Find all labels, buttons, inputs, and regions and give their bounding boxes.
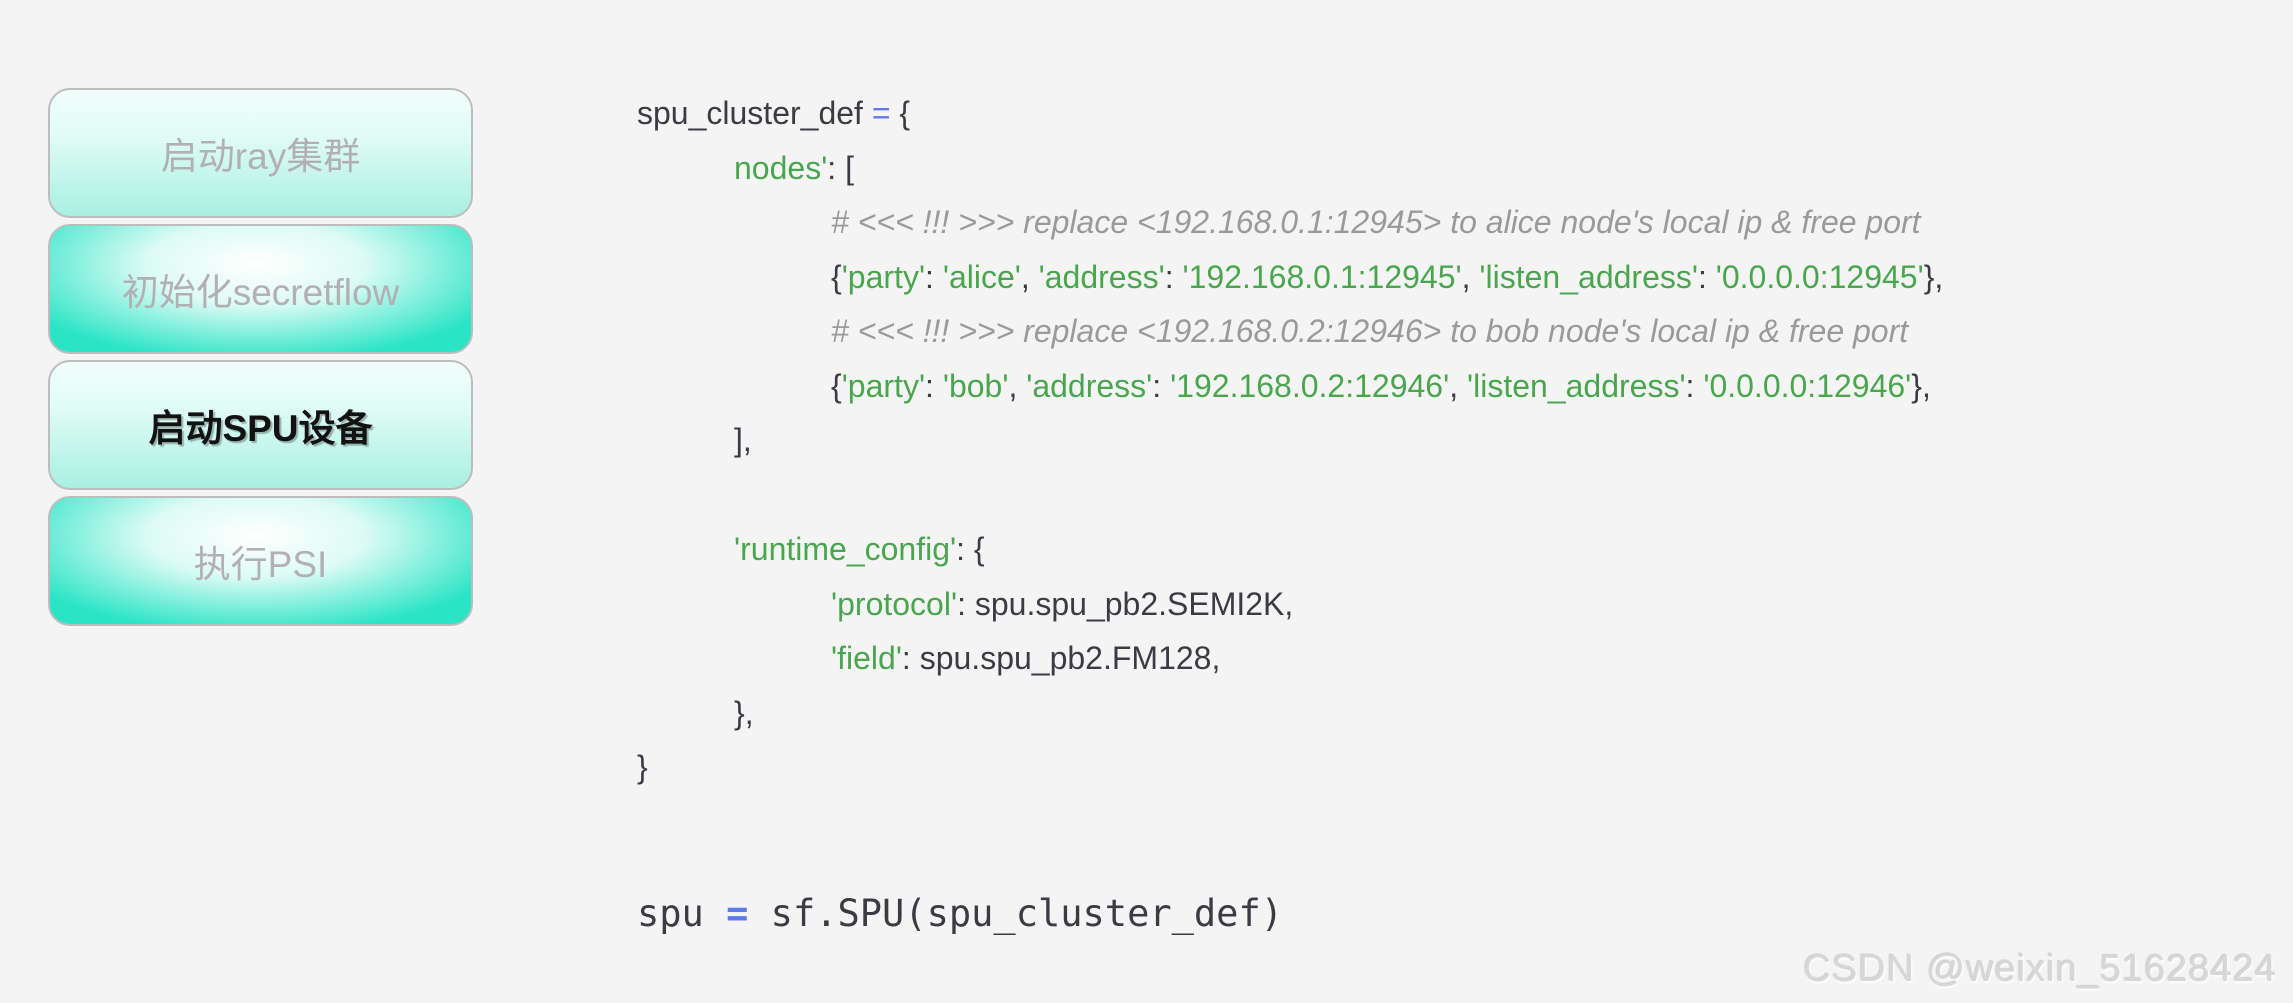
step-label: 启动SPU设备 [148,408,373,449]
code-token-str: 'listen_address' [1466,367,1686,404]
code-token-op: = [871,95,891,131]
step-list: 启动ray集群初始化secretflow 启动SPU设备执行PSI [48,88,473,626]
code-line: 'protocol': spu.spu_pb2.SEMI2K, [637,577,1943,632]
code-token-str: 'protocol' [831,585,958,622]
code-line: # <<< !!! >>> replace <192.168.0.1:12945… [637,195,1943,250]
code-token-plain: }, [1911,367,1931,404]
code-token-plain: , [1020,258,1039,295]
code-token-plain: } [637,749,648,785]
code-line: # <<< !!! >>> replace <192.168.0.2:12946… [637,304,1943,359]
code-token-str: 'party' [841,258,926,295]
code-token-plain: : [1152,367,1171,404]
code-token-comment: # <<< !!! >>> replace <192.168.0.1:12945… [831,204,1921,240]
code-token-str: nodes' [734,149,828,186]
code-token-plain: spu [637,892,727,935]
code-line: }, [637,686,1943,741]
code-line [637,468,1943,523]
step-button-start-spu-device[interactable]: 启动SPU设备 [48,360,473,490]
code-line: nodes': [ [637,141,1943,196]
step-button-init-secretflow[interactable]: 初始化secretflow [48,224,473,354]
code-line: 'runtime_config': { [637,522,1943,577]
code-line: 'field': spu.spu_pb2.FM128, [637,631,1943,686]
code-token-plain: { [831,258,842,295]
step-button-run-psi[interactable]: 执行PSI [48,496,473,626]
code-token-plain: , [1008,367,1027,404]
code-token-plain: : [1697,258,1716,295]
csdn-watermark: CSDN @weixin_51628424 [1803,948,2277,990]
step-label: 初始化secretflow [121,272,400,313]
code-line: spu_cluster_def = { [637,86,1943,141]
step-button-start-ray-cluster[interactable]: 启动ray集群 [48,88,473,218]
code-token-op: = [726,892,749,935]
code-token-plain: }, [1923,258,1944,295]
step-label: 启动ray集群 [160,136,361,177]
code-token-str: 'listen_address' [1479,258,1698,295]
code-token-plain: , [1461,258,1480,295]
code-block: spu_cluster_def = {nodes': [# <<< !!! >>… [637,86,1943,795]
code-token-str: 'alice' [942,258,1021,295]
code-token-plain: }, [734,694,754,731]
code-token-str: 'runtime_config' [734,531,957,567]
code-token-plain: : [1685,367,1704,404]
spu-assignment-line: spu = sf.SPU(spu_cluster_def) [637,892,1283,935]
code-token-str: 'field' [831,640,902,676]
code-line: {'party': 'bob', 'address': '192.168.0.2… [637,359,1943,414]
code-token-plain: { [890,95,911,131]
code-token-plain: : [925,367,943,404]
code-token-str: 'party' [841,367,926,404]
code-token-plain: sf.SPU(spu_cluster_def) [748,892,1284,935]
code-token-plain: : { [956,531,985,567]
code-token-str: '0.0.0.0:12946' [1703,367,1912,404]
code-token-plain: { [831,367,842,404]
code-line: {'party': 'alice', 'address': '192.168.0… [637,250,1943,305]
code-token-plain: : [ [827,149,854,186]
step-label: 执行PSI [193,544,328,585]
code-token-str: 'bob' [942,367,1009,404]
code-token-plain: : spu.spu_pb2.SEMI2K, [957,585,1294,622]
code-token-plain: ], [734,422,752,458]
code-line: } [637,740,1943,795]
code-token-str: 'address' [1026,367,1153,404]
code-token-plain: : [925,258,943,295]
code-token-plain: spu_cluster_def [637,95,872,131]
code-token-str: 'address' [1038,258,1165,295]
code-token-str: '192.168.0.2:12946' [1170,367,1450,404]
code-token-plain: : [1164,258,1183,295]
code-token-plain: , [1449,367,1467,404]
code-line: ], [637,413,1943,468]
code-token-str: '192.168.0.1:12945' [1182,258,1462,295]
code-token-plain: : spu.spu_pb2.FM128, [901,640,1221,676]
code-token-str: '0.0.0.0:12945' [1715,258,1924,295]
code-token-comment: # <<< !!! >>> replace <192.168.0.2:12946… [831,313,1909,349]
